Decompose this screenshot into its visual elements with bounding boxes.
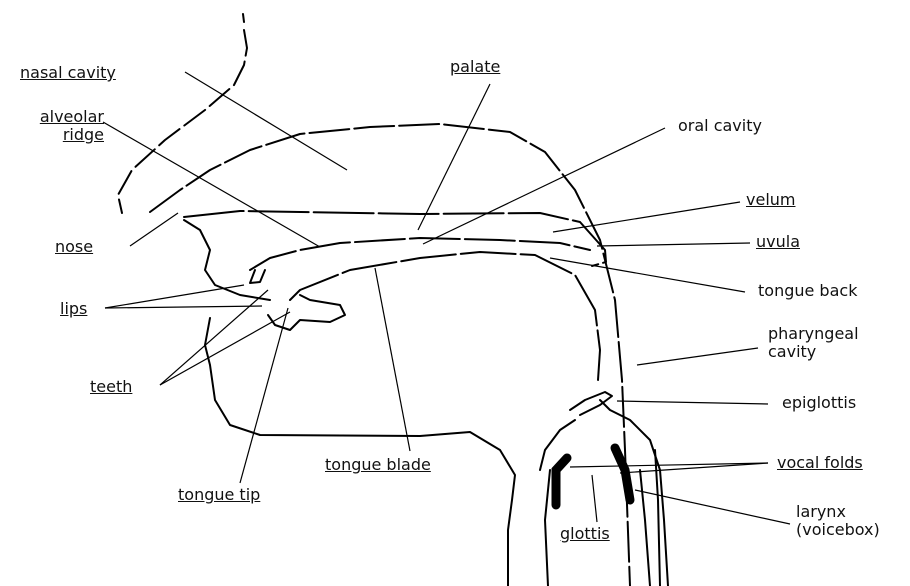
pointer-velum [553,202,740,232]
pointer-uvula [597,243,750,246]
pointer-alveolar-ridge [103,122,320,247]
label-nose: nose [55,238,93,256]
roof-of-mouth [250,238,590,270]
label-tongue-blade: tongue blade [325,456,431,474]
pointer-lips-upper [105,285,244,308]
pointer-palate [418,84,490,230]
epiglottis-shape [570,392,612,415]
label-lips: lips [60,300,87,318]
label-palate: palate [450,58,500,76]
label-uvula: uvula [756,233,800,251]
vocal-fold-left [556,458,567,505]
vocal-fold-right [615,448,630,500]
pointer-lips-lower [105,306,262,308]
tongue-surface [290,252,600,380]
label-tongue-tip: tongue tip [178,486,260,504]
pointer-pharyngeal-cavity [637,348,758,365]
lower-lip [268,295,345,330]
pointer-nose [130,213,178,246]
label-vocal-folds: vocal folds [777,454,863,472]
label-alveolar-ridge: alveolar ridge [12,108,104,144]
label-oral-cavity: oral cavity [678,117,762,135]
pointer-nasal-cavity [185,72,347,170]
pointer-glottis [592,475,597,522]
label-nasal-cavity: nasal cavity [20,64,116,82]
pointer-epiglottis [617,401,768,404]
label-larynx: larynx (voicebox) [796,503,880,539]
label-pharyngeal-cavity: pharyngeal cavity [768,325,859,361]
label-teeth: teeth [90,378,132,396]
label-tongue-back: tongue back [758,282,857,300]
pointer-tongue-blade [375,268,410,451]
nose-outline [150,124,630,586]
label-glottis: glottis [560,525,610,543]
pointer-tongue-tip [240,308,288,483]
upper-tooth [250,270,265,283]
chin-jaw [205,318,515,586]
nasal-passage-top [118,14,247,213]
pointer-teeth-upper [160,290,268,385]
label-velum: velum [746,191,795,209]
pointer-tongue-back [550,258,745,292]
label-epiglottis: epiglottis [782,394,856,412]
